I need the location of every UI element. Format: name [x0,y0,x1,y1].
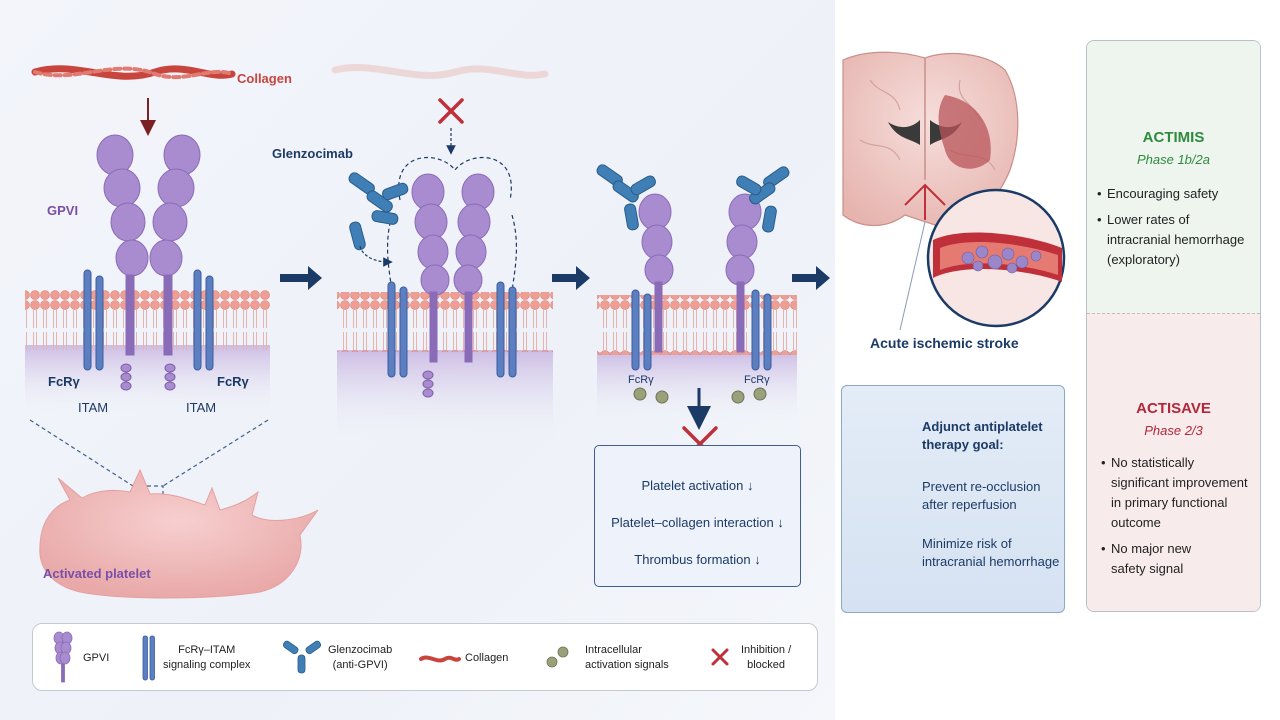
brain-illustration [842,51,1019,331]
fcry-itam-complex [387,281,517,378]
glenzocimab-antibody [348,172,409,251]
actimis-phase: Phase 1b/2a [1136,152,1210,167]
itam-beads [120,363,176,391]
flow-arrow [552,266,590,290]
therapy-title: Adjunct antiplatelet therapy goal: [922,419,1043,452]
legend-fcry-icon [142,635,155,681]
legend-collagen-icon [419,655,461,663]
effect-platelet-activation: Platelet activation ↓ [641,478,754,493]
legend-gpvi-icon [53,631,73,683]
actisave-bullet-safety: • No major new safety signal [1101,541,1192,576]
intracellular-signal-dots [633,387,767,404]
cytoplasm-region [337,350,553,440]
platelet-membrane [337,292,553,352]
legend-inhibition-icon [711,648,729,666]
legend-icons [53,631,729,683]
actisave-phase: Phase 2/3 [1144,423,1203,438]
effect-thrombus-formation: Thrombus formation ↓ [634,552,761,567]
glenzocimab-label: Glenzocimab [272,146,353,161]
fcry-label-left: FcRγ [48,374,80,389]
fcry-itam-complex [631,289,772,371]
gpvi-receptor [638,193,762,353]
clinical-trials-panel: ACTIMIS Phase 1b/2a •Encouraging safety … [1086,40,1261,612]
therapy-goal-hemorrhage-risk: Minimize risk of intracranial hemorrhage [922,536,1060,569]
itam-label-left: ITAM [78,400,109,415]
gpvi-receptor [96,134,149,356]
fcry-label-right: FcRγ [744,374,770,386]
fcry-label-left: FcRγ [628,374,654,386]
flow-arrow [280,266,322,290]
itam-beads [422,370,434,398]
legend-fcry-label: FcRγ–ITAM signaling complex [163,644,251,671]
therapy-goal-box: Adjunct antiplatelet therapy goal: Preve… [841,385,1065,613]
fcry-label-right: FcRγ [217,374,249,389]
inhibition-effects-box: Platelet activation ↓ Platelet–collagen … [594,445,801,587]
activated-platelet-label: Activated platelet [43,566,151,581]
binding-site-outline [386,156,518,296]
actisave-bullet-outcome: • No statistically significant improveme… [1101,455,1248,530]
flow-arrow [792,266,830,290]
gpvi-receptor [149,134,201,356]
antibody-binding-arrow [359,245,393,267]
collagen-label: Collagen [237,71,292,86]
glenzocimab-antibody [596,164,790,233]
stroke-label: Acute ischemic stroke [870,335,1019,351]
therapy-goal-reocclusion: Prevent re-occlusion after reperfusion [922,479,1041,512]
gpvi-receptor [411,173,495,363]
occluded-vessel-zoom [926,188,1066,328]
itam-label-right: ITAM [186,400,217,415]
actisave-title: ACTISAVE [1136,400,1211,417]
collagen-fiber [31,65,236,80]
activated-platelet-shape [39,468,319,599]
gpvi-label: GPVI [47,203,79,218]
actimis-section: ACTIMIS Phase 1b/2a •Encouraging safety … [1087,41,1260,313]
legend-glenzocimab-icon [282,640,322,674]
actisave-section: ACTISAVE Phase 2/3 • No statistically si… [1087,313,1260,611]
actimis-title: ACTIMIS [1142,129,1205,146]
platelet-membrane [25,290,270,350]
legend-gpvi-label: GPVI [83,652,110,664]
fcry-itam-complex [83,269,214,371]
legend-signals-icon [546,646,569,668]
effect-platelet-collagen-interaction: Platelet–collagen interaction ↓ [611,515,784,530]
legend-inhibition-label: Inhibition / blocked [741,644,792,671]
actimis-bullet-safety: •Encouraging safety [1097,186,1219,201]
cytoplasm-region [25,345,270,415]
blocked-x-icon [438,98,464,124]
actimis-bullet-hemorrhage: • Lower rates of intracranial hemorrhage… [1097,212,1245,267]
legend-glenzocimab-label: Glenzocimab (anti-GPVI) [328,644,393,671]
legend: GPVI FcRγ–ITAM signaling complex Glenzoc… [32,623,818,691]
legend-collagen-label: Collagen [465,652,509,664]
legend-signals-label: Intracellular activation signals [585,644,669,671]
faded-collagen-fiber [331,64,549,79]
